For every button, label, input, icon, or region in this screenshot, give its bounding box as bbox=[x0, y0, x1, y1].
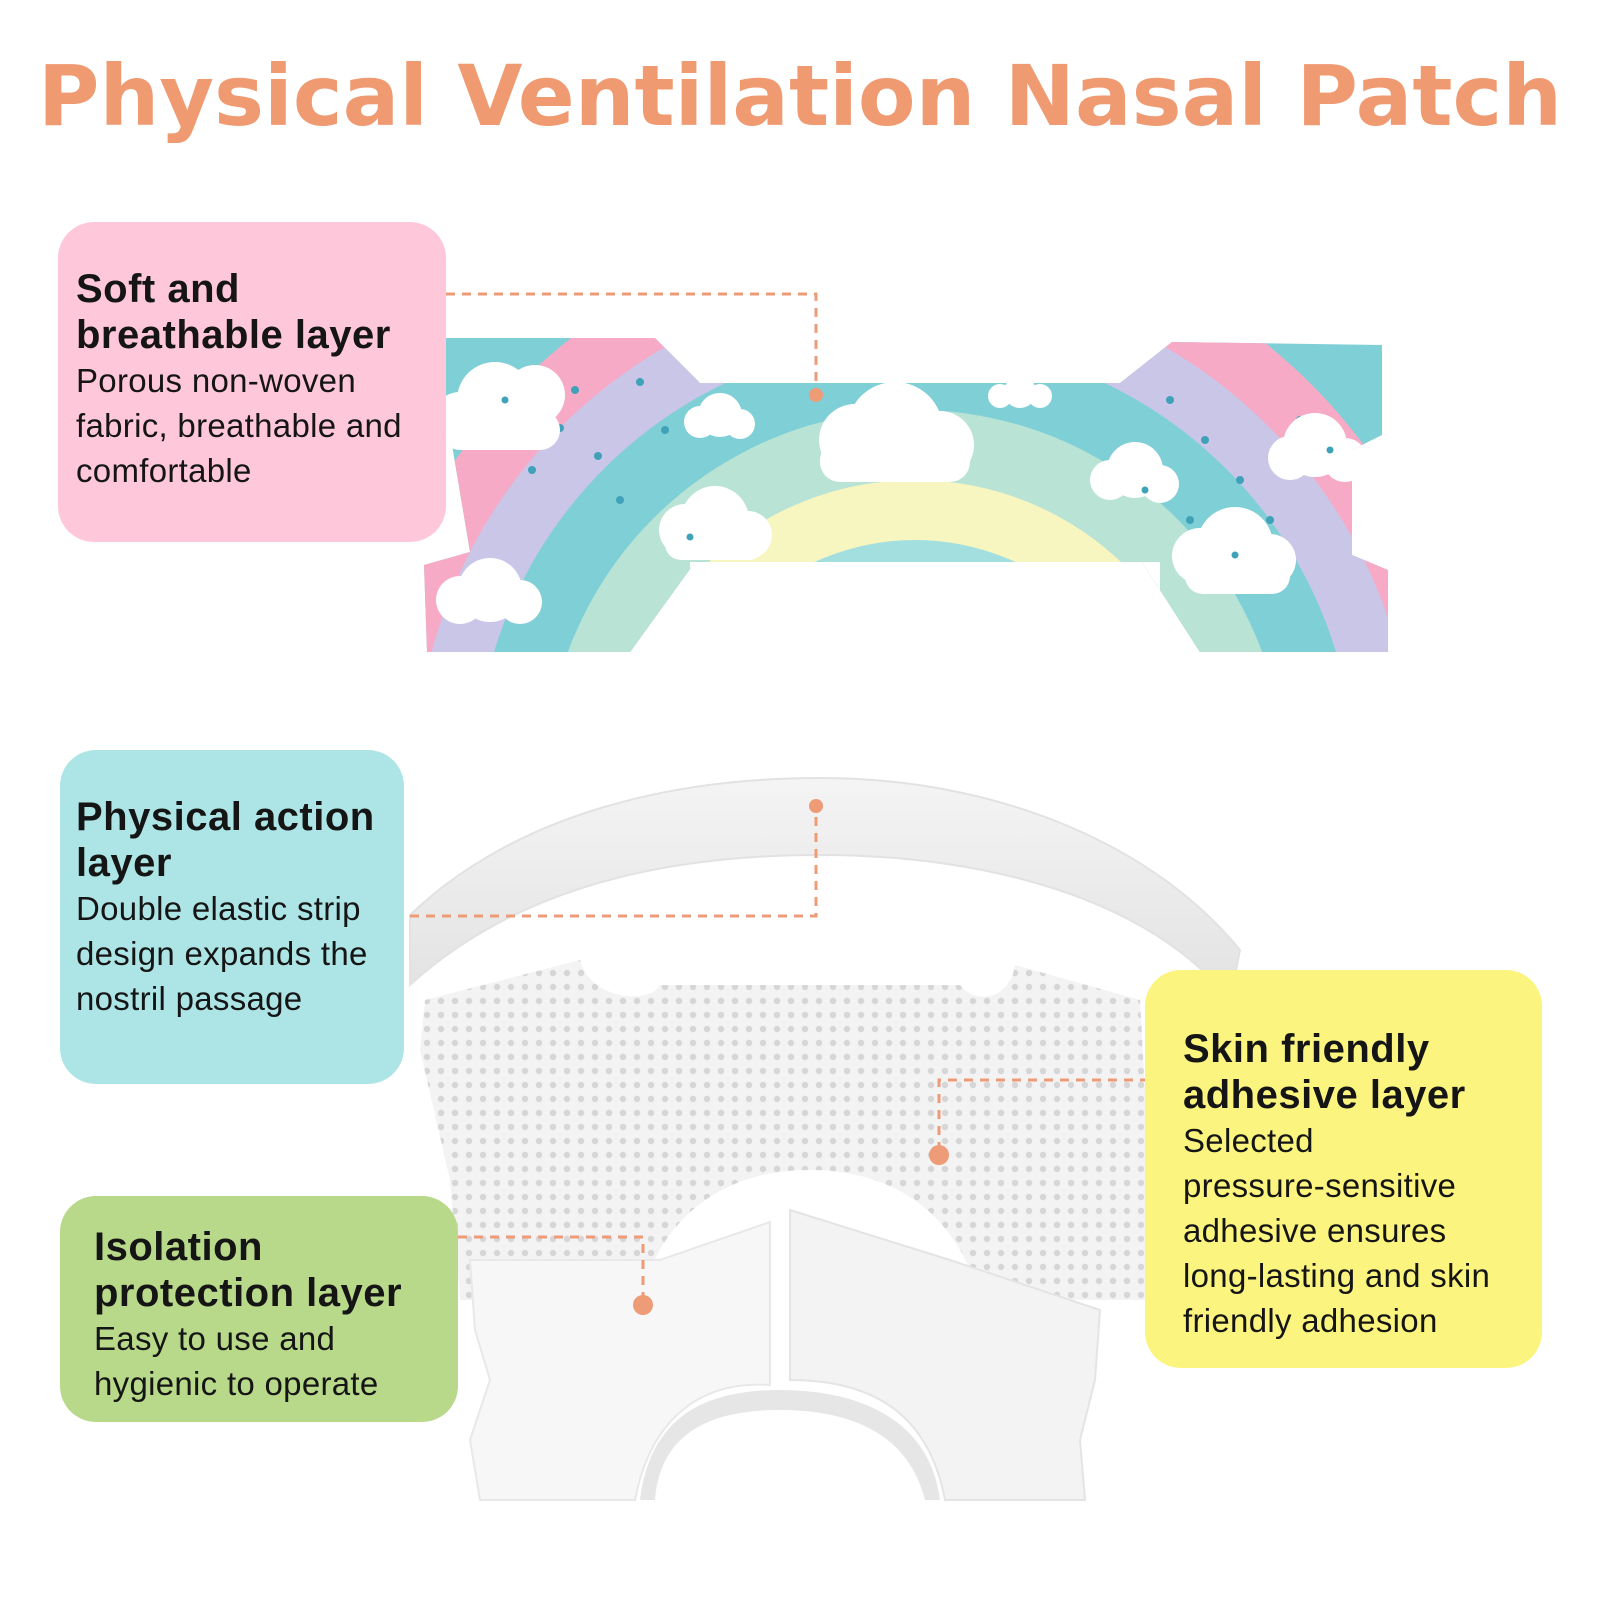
leader-dot-skin bbox=[929, 1145, 949, 1165]
textured-white-adhesive-patch bbox=[420, 960, 1150, 1300]
clouds bbox=[432, 362, 1367, 624]
card-title-line: Skin friendly bbox=[1183, 1027, 1430, 1071]
page-title: Physical Ventilation Nasal Patch bbox=[37, 47, 1563, 145]
card-title-line: layer bbox=[76, 841, 172, 885]
card-title-line: Physical action bbox=[76, 795, 375, 839]
card-title-line: adhesive layer bbox=[1183, 1073, 1466, 1117]
card-title-line: breathable layer bbox=[76, 313, 391, 357]
card-title-line: Isolation bbox=[94, 1225, 263, 1269]
card-desc-line: Porous non-woven bbox=[76, 362, 356, 399]
card-desc-line: design expands the bbox=[76, 935, 368, 972]
leader-dot-soft bbox=[809, 388, 823, 402]
physical-action-layer-card: Physical action layer Double elastic str… bbox=[60, 750, 404, 1084]
card-desc-line: fabric, breathable and bbox=[76, 407, 402, 444]
white-elastic-strip bbox=[409, 776, 1242, 1003]
card-desc-line: adhesive ensures bbox=[1183, 1212, 1447, 1249]
card-desc-line: Easy to use and bbox=[94, 1320, 336, 1357]
leader-line-skin bbox=[937, 1078, 1165, 1155]
leader-dots bbox=[633, 388, 949, 1315]
leader-line-iso bbox=[458, 1235, 645, 1305]
soft-breathable-layer-card: Soft and breathable layer Porous non-wov… bbox=[58, 222, 446, 542]
card-desc-line: nostril passage bbox=[76, 980, 303, 1017]
isolation-protection-layer-card: Isolation protection layer Easy to use a… bbox=[60, 1196, 458, 1422]
leader-dot-action bbox=[809, 799, 823, 813]
card-desc-line: long-lasting and skin bbox=[1183, 1257, 1491, 1294]
card-desc-line: Double elastic strip bbox=[76, 890, 361, 927]
card-desc-line: pressure-sensitive bbox=[1183, 1167, 1457, 1204]
leader-lines bbox=[410, 292, 1165, 1305]
card-title-line: protection layer bbox=[94, 1271, 403, 1315]
card-desc-line: hygienic to operate bbox=[94, 1365, 379, 1402]
skin-friendly-adhesive-layer-card: Skin friendly adhesive layer Selected pr… bbox=[1145, 970, 1542, 1368]
leader-dot-iso bbox=[633, 1295, 653, 1315]
card-desc-line: Selected bbox=[1183, 1122, 1314, 1159]
card-desc-line: comfortable bbox=[76, 452, 252, 489]
card-title-line: Soft and bbox=[76, 267, 240, 311]
leader-line-soft bbox=[446, 292, 818, 395]
card-desc-line: friendly adhesion bbox=[1183, 1302, 1438, 1339]
leader-line-action bbox=[410, 806, 818, 918]
white-release-liner bbox=[468, 1208, 1102, 1501]
